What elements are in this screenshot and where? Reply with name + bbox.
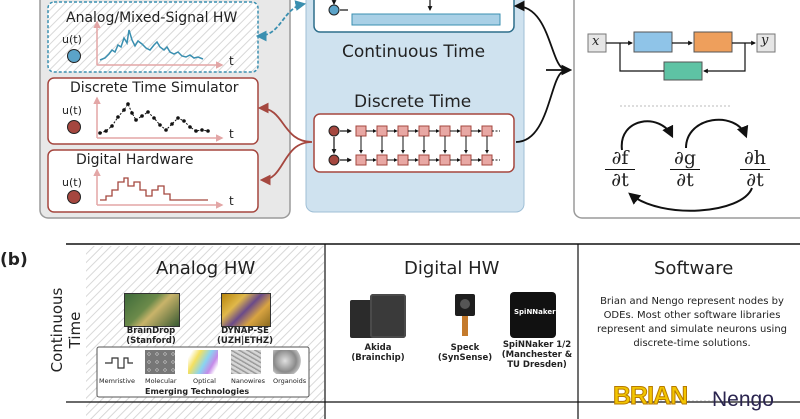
time-step-cell bbox=[439, 125, 451, 137]
optical-icon bbox=[188, 350, 218, 374]
time-step-cell bbox=[481, 125, 493, 137]
speck-label: Speck (SynSense) bbox=[437, 343, 493, 363]
input-x-label: x bbox=[592, 34, 600, 49]
discrete-simulator-title: Discrete Time Simulator bbox=[70, 80, 239, 96]
output-y-box bbox=[756, 33, 776, 53]
row-label-continuous-time: Continuous Time bbox=[48, 287, 84, 373]
emerging-optical-label: Optical bbox=[193, 377, 216, 385]
emerging-memristive-label: Memristive bbox=[99, 377, 136, 385]
discrete-time-title: Discrete Time bbox=[354, 92, 472, 112]
nanowires-icon bbox=[231, 350, 261, 374]
discrete-sample-points bbox=[98, 102, 210, 135]
memristive-icon bbox=[104, 352, 134, 374]
digital-hw-column-title: Digital HW bbox=[404, 258, 500, 279]
continuous-layer-bar bbox=[351, 13, 501, 26]
g-to-h-arrow bbox=[685, 118, 749, 149]
spinnaker-label: SpiNNaker 1/2 (Manchester & TU Dresden) bbox=[501, 340, 573, 370]
dynapse-chip-photo bbox=[221, 293, 271, 327]
discrete-time-steps bbox=[355, 125, 500, 166]
software-column-title: Software bbox=[654, 258, 734, 279]
output-y-label: y bbox=[761, 33, 769, 48]
h-to-f-arrow bbox=[628, 187, 753, 212]
analog-signal-trace bbox=[99, 29, 204, 61]
nengo-logo: Nengo bbox=[712, 388, 774, 411]
time-step-cell bbox=[376, 154, 388, 166]
analog-signal-label: u(t) bbox=[62, 33, 82, 46]
time-step-cell bbox=[355, 125, 367, 137]
speck-chip-photo bbox=[452, 294, 478, 340]
green-block bbox=[663, 61, 703, 81]
time-step-cell bbox=[460, 154, 472, 166]
orange-block bbox=[693, 31, 733, 53]
analog-hw-column-title: Analog HW bbox=[156, 258, 256, 279]
analog-time-label: t bbox=[229, 54, 234, 68]
blue-block bbox=[633, 31, 673, 53]
f-to-g-arrow bbox=[620, 120, 674, 151]
digital-to-discrete-arrow bbox=[260, 108, 313, 180]
panel-b-label: (b) bbox=[0, 250, 28, 270]
spinnaker-chip-photo: SpiNNaker2 bbox=[510, 292, 556, 338]
time-step-cell bbox=[481, 154, 493, 166]
akida-label: Akida (Brainchip) bbox=[351, 343, 405, 363]
digital-neuron bbox=[67, 190, 81, 204]
organoids-icon bbox=[273, 350, 303, 374]
emerging-technologies-label: Emerging Technologies bbox=[145, 387, 250, 396]
time-step-cell bbox=[376, 125, 388, 137]
time-step-cell bbox=[460, 125, 472, 137]
derivative-f: ∂f ∂t bbox=[603, 148, 637, 190]
analog-hw-title: Analog/Mixed-Signal HW bbox=[66, 10, 238, 26]
time-step-cell bbox=[397, 125, 409, 137]
simulator-signal-label: u(t) bbox=[62, 104, 82, 117]
emerging-organoids-label: Organoids bbox=[273, 377, 307, 385]
discrete-time-grid bbox=[328, 125, 352, 166]
emerging-nanowires-label: Nanowires bbox=[231, 377, 265, 385]
dynapse-label: DYNAP-SE (UZH|ETHZ) bbox=[217, 326, 273, 346]
software-description: Brian and Nengo represent nodes by ODEs.… bbox=[596, 296, 788, 349]
emerging-molecular-label: Molecular bbox=[145, 377, 177, 385]
continuous-time-title: Continuous Time bbox=[342, 42, 486, 62]
derivative-g: ∂g ∂t bbox=[668, 148, 702, 190]
simulator-neuron bbox=[67, 120, 81, 134]
brian-logo: BRIAN bbox=[612, 382, 688, 411]
math-panel bbox=[573, 0, 800, 219]
time-step-cell bbox=[418, 125, 430, 137]
digital-signal-trace bbox=[100, 177, 208, 201]
akida-chip-photo bbox=[350, 294, 406, 340]
time-step-cell bbox=[439, 154, 451, 166]
molecular-icon bbox=[145, 350, 175, 374]
derivative-h: ∂h ∂t bbox=[738, 148, 772, 190]
analog-neuron bbox=[67, 49, 81, 63]
braindrop-chip-photo bbox=[124, 293, 180, 327]
braindrop-label: BrainDrop (Stanford) bbox=[126, 326, 176, 346]
digital-signal-label: u(t) bbox=[62, 176, 82, 189]
time-step-cell bbox=[418, 154, 430, 166]
time-step-cell bbox=[355, 154, 367, 166]
digital-time-label: t bbox=[229, 194, 234, 208]
continuous-to-math-arrow bbox=[516, 6, 563, 143]
time-step-cell bbox=[397, 154, 409, 166]
simulator-time-label: t bbox=[229, 127, 234, 141]
digital-hw-title: Digital Hardware bbox=[76, 152, 194, 168]
